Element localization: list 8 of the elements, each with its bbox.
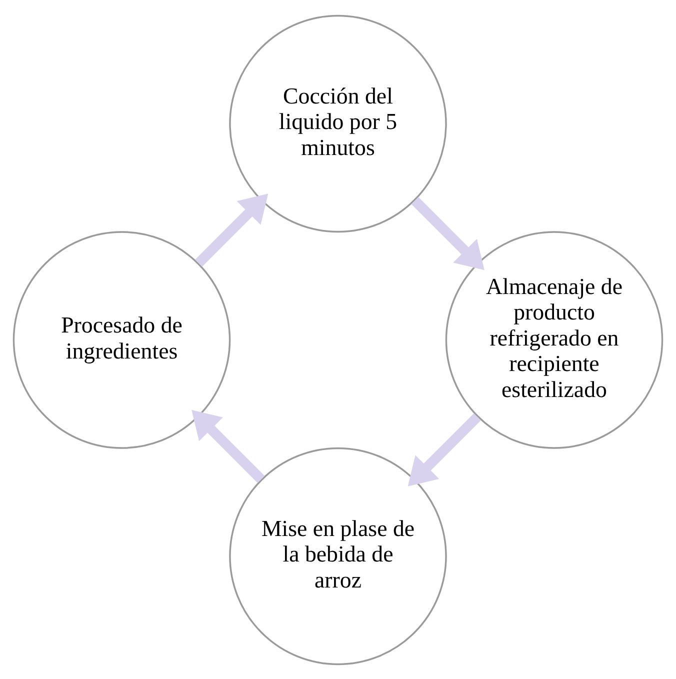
node-circle: Mise en plase de la bebida de arroz (229, 446, 447, 665)
arrow (408, 412, 481, 486)
arrow (192, 409, 265, 482)
node-circle: Cocción del liquido por 5 minutos (229, 14, 447, 232)
node-circle: Almacenaje de producto refrigerado en recipiente esterilizado (445, 230, 664, 448)
arrow (411, 196, 484, 270)
arrow (195, 193, 268, 266)
node-circle: Procesado de ingredientes (12, 230, 231, 448)
